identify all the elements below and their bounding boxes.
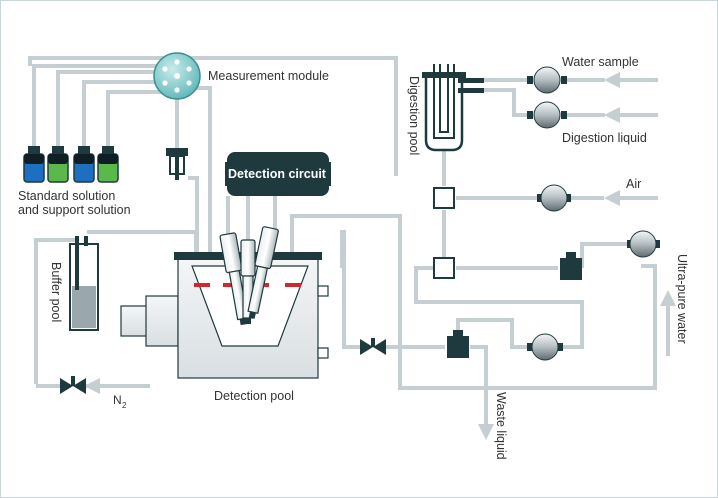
- measurement-module-label: Measurement module: [208, 69, 329, 83]
- ultra-pure-water-label: Ultra-pure water: [675, 254, 689, 344]
- pipe-bottle-3: [82, 80, 162, 150]
- arrow-n2: [84, 378, 100, 394]
- pool-outlet-valve: [360, 338, 386, 355]
- module-port: [162, 80, 168, 86]
- bottle-3: [73, 146, 95, 183]
- buffer-pool-outlet: [84, 236, 88, 246]
- membrane-4: [285, 283, 301, 287]
- pool-nozzle-inner: [145, 295, 179, 347]
- pool-nozzle-outer: [120, 305, 148, 337]
- n2-subscript: 2: [122, 401, 127, 410]
- pipe-bottle-4: [106, 90, 168, 150]
- syringe-cap: [166, 148, 188, 156]
- flow-arrows: [84, 72, 676, 440]
- buffer-pool-liquid: [72, 286, 96, 328]
- pipe-bottle-2: [56, 70, 160, 150]
- ultrapure-junction: [560, 252, 582, 280]
- n2-label: N: [113, 393, 122, 407]
- arrow-ultrapure: [660, 290, 676, 306]
- arrow-air: [604, 190, 620, 206]
- detection-pool: [120, 226, 329, 379]
- syringe-pump: [166, 148, 188, 180]
- detection-circuit-box: [227, 152, 329, 196]
- waste-junction: [447, 330, 469, 358]
- module-port: [162, 66, 168, 72]
- pipe-module-to-pool: [194, 86, 212, 270]
- ball-valve-air: [537, 184, 571, 212]
- module-port: [174, 59, 180, 65]
- ball-valve-waste-loop: [527, 333, 563, 361]
- ball-valve-water-sample: [527, 66, 567, 94]
- arrow-water-sample-tail: [618, 78, 658, 82]
- membrane-1: [194, 283, 210, 287]
- digestion-coil: [433, 64, 455, 139]
- standard-solution-label-line1: Standard solution: [18, 189, 115, 203]
- digestion-liquid-label: Digestion liquid: [562, 131, 647, 145]
- pipe-waste: [470, 345, 488, 432]
- buffer-pool: [69, 236, 99, 331]
- junction-air: [433, 187, 455, 209]
- detection-circuit-label: Detection circuit: [228, 167, 327, 181]
- module-port: [186, 80, 192, 86]
- water-sample-label: Water sample: [562, 55, 639, 69]
- pool-port-lower: [317, 347, 329, 359]
- reagent-bottles: [23, 146, 119, 183]
- pool-port-upper: [317, 285, 329, 297]
- pipe-junction-up: [456, 318, 530, 349]
- pipe-junction-up2: [580, 242, 630, 268]
- buffer-pool-label: Buffer pool: [49, 262, 63, 322]
- standard-solution-label-line2: and support solution: [18, 203, 131, 217]
- digestion-pool-label: Digestion pool: [407, 76, 421, 155]
- arrow-digestion-liquid-tail: [618, 113, 658, 117]
- syringe-plunger: [175, 156, 179, 180]
- module-port: [174, 87, 180, 93]
- buffer-pool-tube: [75, 236, 79, 290]
- module-port: [186, 66, 192, 72]
- arrow-waste: [478, 424, 494, 440]
- bottle-4: [97, 146, 119, 183]
- bottle-2: [47, 146, 69, 183]
- arrow-digestion-liquid: [604, 107, 620, 123]
- junction-lower: [433, 257, 455, 279]
- bottle-1: [23, 146, 45, 183]
- arrow-air-tail: [618, 196, 658, 200]
- pipe-top-loop: [28, 56, 398, 176]
- n2-valve: [60, 376, 86, 394]
- digestion-pool: [422, 64, 484, 152]
- pipe-network: [28, 56, 670, 432]
- detection-pool-label: Detection pool: [214, 389, 294, 403]
- detection-circuit: [225, 152, 331, 196]
- arrow-water-sample: [604, 72, 620, 88]
- pipe-digestion-liquid: [484, 88, 530, 117]
- module-port-center: [174, 73, 180, 79]
- pipe-buffer-left: [34, 238, 78, 384]
- pipe-bottle-1: [32, 64, 158, 150]
- waste-liquid-label: Waste liquid: [494, 392, 508, 460]
- electrode-2: [240, 239, 256, 324]
- pipe-pool-right-loop: [290, 214, 657, 390]
- ball-valve-ultrapure: [627, 230, 660, 258]
- measurement-module: [153, 52, 201, 100]
- air-label: Air: [626, 177, 641, 191]
- ball-valve-digestion-liquid: [527, 101, 567, 129]
- pipe-ball-loop: [414, 266, 584, 349]
- pipe-pool-to-valve: [340, 230, 362, 349]
- electrode-3: [247, 226, 279, 319]
